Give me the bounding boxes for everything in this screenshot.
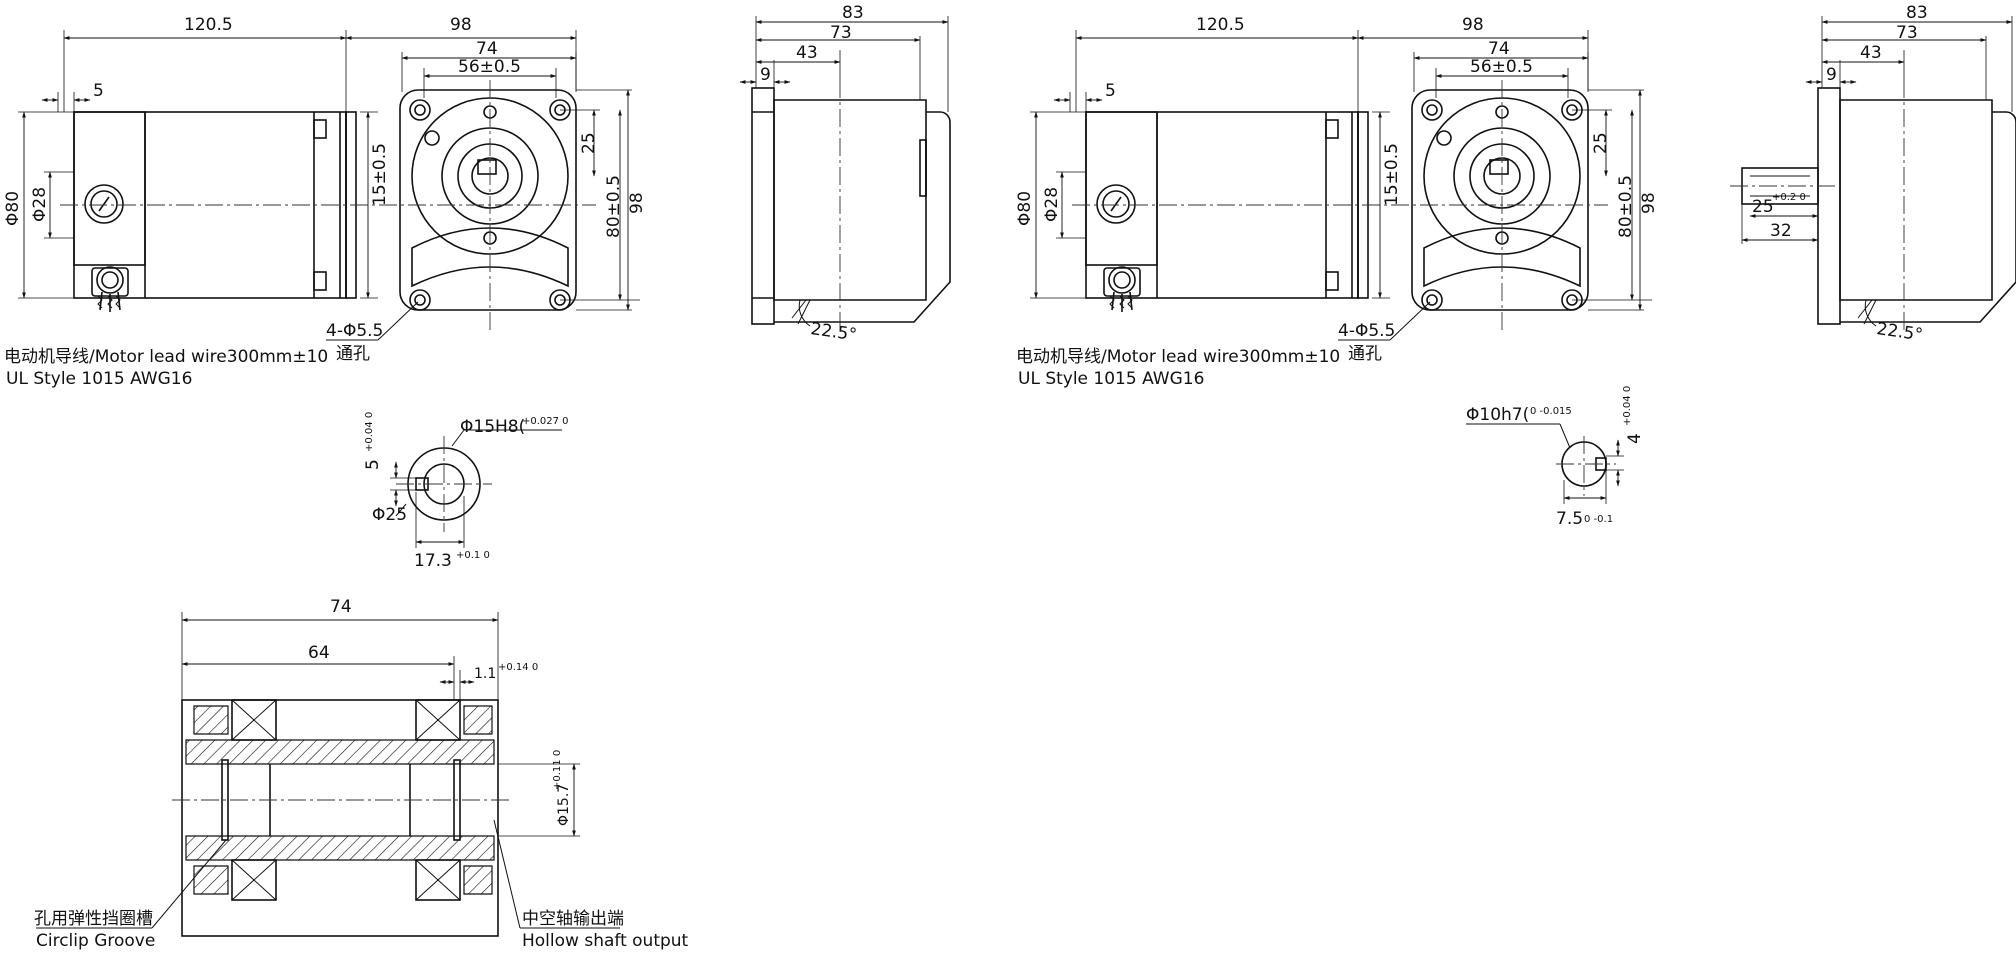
- dim-5: 5: [93, 81, 104, 101]
- r-hole-label: 4-Φ5.5: [1338, 321, 1395, 341]
- sec-dim-1-1: 1.1: [474, 666, 496, 682]
- flat-tol: 0 -0.1: [1584, 514, 1613, 525]
- side1-dim-9: 9: [760, 65, 771, 85]
- hole-label: 4-Φ5.5: [326, 321, 383, 341]
- r-hole-note: 通孔: [1348, 344, 1382, 364]
- shaft-key-label: 4: [1625, 433, 1645, 444]
- dim-98-side: 98: [627, 192, 647, 214]
- dim-phi28: Φ28: [30, 187, 50, 222]
- shaft-detail: Φ10h7( 0 -0.015 4 +0.04 0 7.5 0 -0.1: [1466, 386, 1645, 529]
- dim-25: 25: [579, 132, 599, 154]
- r-dim-80: 80±0.5: [1616, 175, 1636, 238]
- r-wire-note-1: 电动机导线/Motor lead wire300mm±10: [1016, 347, 1340, 367]
- dim-56: 56±0.5: [458, 57, 521, 77]
- dim-120-5: 120.5: [184, 15, 233, 35]
- side1-angle: 22.5°: [809, 319, 858, 345]
- wire-note-1: 电动机导线/Motor lead wire300mm±10: [4, 347, 328, 367]
- section-view: 74 64 1.1 +0.14 0 Φ15.7 +0.11 0 孔用弹性挡圈槽 …: [34, 597, 689, 951]
- side-view-1: 83 73 43 9 22.5°: [739, 3, 951, 345]
- r-wire-note-2: UL Style 1015 AWG16: [1018, 369, 1204, 389]
- key-label: 5: [363, 459, 383, 470]
- side2-dim-73: 73: [1896, 23, 1918, 43]
- sec-tol-phi15-7: +0.11 0: [552, 750, 563, 790]
- right-front-view: 120.5 98 74 56±0.5 5 Φ80 Φ28 15±0.5 25 8…: [1015, 15, 1659, 389]
- r-dim-phi80: Φ80: [1015, 191, 1035, 226]
- note-output-en: Hollow shaft output: [522, 931, 689, 951]
- dim-80: 80±0.5: [604, 175, 624, 238]
- side2-dim-25: 25: [1752, 197, 1774, 217]
- left-front-view: 120.5 98 74 56±0.5 5 Φ80 Φ28 15±0.5 25 8…: [3, 15, 647, 389]
- note-output-cn: 中空轴输出端: [522, 909, 624, 929]
- shaft-key-tol: +0.04 0: [1622, 386, 1633, 426]
- hollow-bore-detail: Φ15H8( +0.027 0 5 +0.04 0 Φ25 17.3 +0.1 …: [363, 412, 569, 571]
- shaft-label: Φ10h7(: [1466, 405, 1529, 425]
- wire-note-2: UL Style 1015 AWG16: [6, 369, 192, 389]
- side2-dim-9: 9: [1826, 65, 1837, 85]
- bore-tol: +0.027 0: [522, 416, 569, 427]
- r-dim-98-top: 98: [1462, 15, 1484, 35]
- side2-tol-25: +0.2 0: [1772, 192, 1806, 203]
- note-circlip-cn: 孔用弹性挡圈槽: [34, 909, 153, 929]
- hub-label: Φ25: [372, 505, 407, 525]
- side2-dim-83: 83: [1906, 3, 1928, 23]
- side2-dim-32: 32: [1770, 221, 1792, 241]
- sec-dim-phi15-7: Φ15.7: [556, 784, 572, 826]
- side1-dim-43: 43: [796, 43, 818, 63]
- dim-phi80: Φ80: [3, 191, 23, 226]
- sec-dim-74: 74: [330, 597, 352, 617]
- r-dim-15: 15±0.5: [1382, 143, 1402, 206]
- side1-dim-73: 73: [830, 23, 852, 43]
- key-tol: +0.04 0: [364, 412, 375, 452]
- bore-label: Φ15H8(: [460, 417, 525, 437]
- depth-label: 17.3: [414, 551, 452, 571]
- dim-98-top: 98: [450, 15, 472, 35]
- r-dim-5: 5: [1105, 81, 1116, 101]
- shaft-tol: 0 -0.015: [1530, 406, 1572, 417]
- note-circlip-en: Circlip Groove: [36, 931, 155, 951]
- r-dim-98-side: 98: [1639, 192, 1659, 214]
- side-view-2: 83 73 43 9 25 +0.2 0 32 22.5°: [1730, 3, 2016, 345]
- side1-dim-83: 83: [842, 3, 864, 23]
- flat-label: 7.5: [1556, 509, 1583, 529]
- r-dim-56: 56±0.5: [1470, 57, 1533, 77]
- side2-dim-43: 43: [1860, 43, 1882, 63]
- r-dim-74: 74: [1488, 39, 1510, 59]
- dim-15: 15±0.5: [370, 143, 390, 206]
- depth-tol: +0.1 0: [456, 550, 490, 561]
- sec-dim-64: 64: [308, 643, 330, 663]
- dim-74: 74: [476, 39, 498, 59]
- sec-tol-1-1: +0.14 0: [498, 662, 538, 673]
- r-dim-25: 25: [1591, 132, 1611, 154]
- r-dim-phi28: Φ28: [1042, 187, 1062, 222]
- side2-angle: 22.5°: [1875, 319, 1924, 345]
- r-dim-120-5: 120.5: [1196, 15, 1245, 35]
- hole-note: 通孔: [336, 344, 370, 364]
